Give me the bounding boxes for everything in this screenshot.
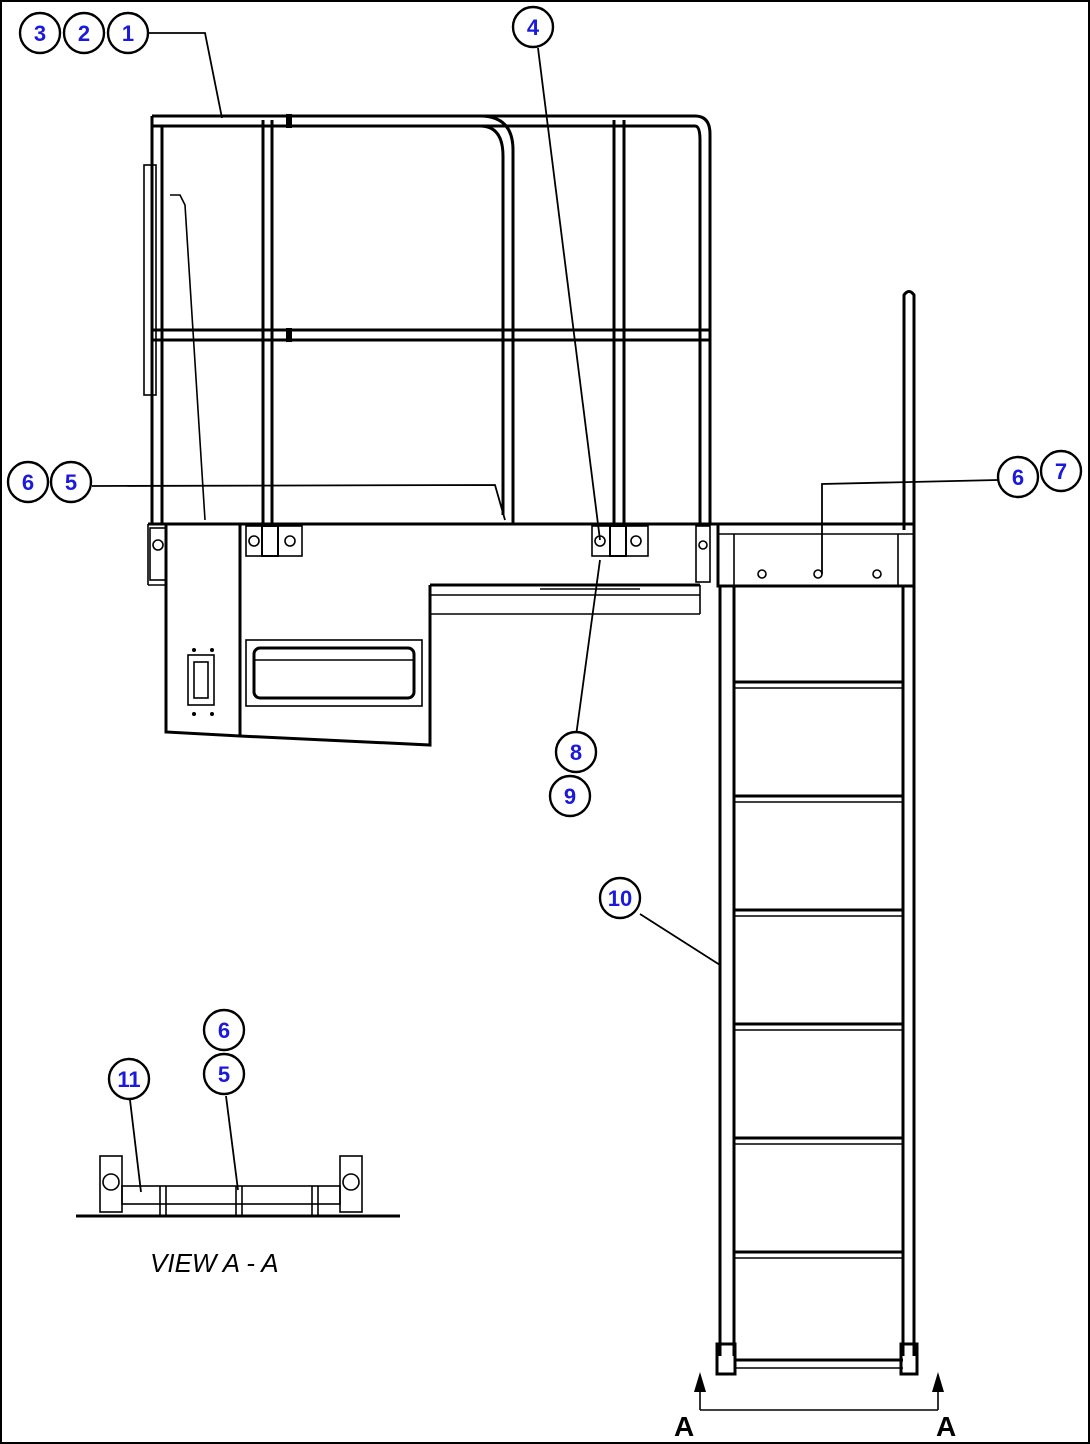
balloon-1: 1 <box>106 11 150 55</box>
svg-text:5: 5 <box>218 1062 230 1087</box>
svg-text:4: 4 <box>527 15 540 40</box>
section-arrows: A A <box>674 1372 956 1442</box>
svg-text:3: 3 <box>34 21 46 46</box>
ladder <box>715 290 919 1376</box>
svg-text:9: 9 <box>564 784 576 809</box>
balloon-8: 8 <box>554 730 598 774</box>
balloon-9: 9 <box>548 774 592 818</box>
svg-text:7: 7 <box>1055 459 1067 484</box>
svg-text:5: 5 <box>65 470 77 495</box>
callout-balloons: 3 2 1 4 6 5 6 7 8 9 10 6 <box>6 5 1083 1101</box>
section-mark-right: A <box>936 1411 956 1442</box>
handrail-assembly <box>143 114 712 524</box>
svg-text:11: 11 <box>117 1067 140 1092</box>
svg-text:8: 8 <box>570 740 582 765</box>
balloon-6-detail: 6 <box>202 1008 246 1052</box>
balloon-4: 4 <box>511 5 555 49</box>
balloon-6-left: 6 <box>6 460 50 504</box>
view-caption: VIEW A - A <box>150 1248 279 1278</box>
view-a-a-detail: VIEW A - A <box>76 1155 400 1278</box>
svg-text:2: 2 <box>78 21 90 46</box>
balloon-7: 7 <box>1039 449 1083 493</box>
balloon-10: 10 <box>598 876 642 920</box>
svg-text:6: 6 <box>22 470 34 495</box>
platform <box>147 522 718 747</box>
balloon-2: 2 <box>62 11 106 55</box>
svg-text:6: 6 <box>1012 465 1024 490</box>
balloon-5-left: 5 <box>49 460 93 504</box>
balloon-6-right: 6 <box>996 455 1040 499</box>
leader-lines <box>91 32 999 1193</box>
balloon-5-detail: 5 <box>202 1052 246 1096</box>
balloon-11: 11 <box>107 1057 151 1101</box>
svg-text:1: 1 <box>122 21 134 46</box>
svg-text:6: 6 <box>218 1018 230 1043</box>
svg-text:10: 10 <box>608 886 632 911</box>
ladder-rungs <box>734 680 903 1369</box>
balloon-3: 3 <box>18 11 62 55</box>
section-mark-left: A <box>674 1411 694 1442</box>
